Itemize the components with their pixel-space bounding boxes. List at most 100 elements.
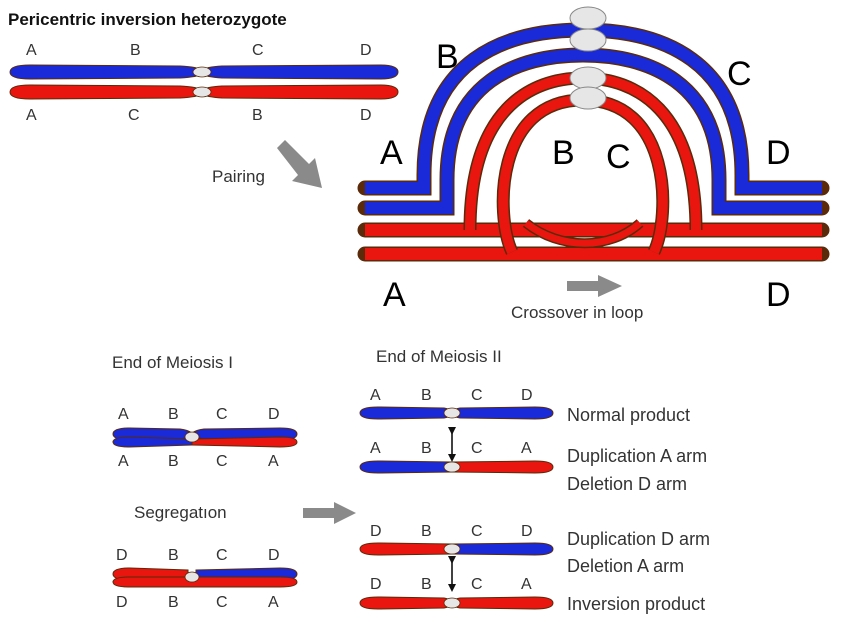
gene-label: C [471,523,483,540]
gene-label: C [128,107,140,124]
chromatid [359,542,453,556]
gene-label: D [116,594,128,611]
product-description: Inversion product [567,594,705,614]
loop-bottom-label-d: D [766,276,791,314]
centromere [443,407,461,419]
crossover-strand-fill [523,220,643,247]
gene-label: C [471,576,483,593]
loop-inner-label-b: B [552,134,575,172]
gene-label: D [268,406,280,423]
product-description: Duplication D arm [567,529,710,549]
chromatid [191,436,298,448]
product-duplication-a [359,460,554,474]
product-duplication-d [359,542,554,556]
meiosis2-title: End of Meiosis II [376,347,502,366]
centromere [569,86,607,110]
centromere [192,66,212,78]
segregation-arrow-icon [303,502,356,524]
centromere [443,461,461,473]
gene-label: D [370,576,382,593]
gene-label: C [216,406,228,423]
chromatid [359,460,453,474]
chromatid [451,460,554,474]
gene-label: A [26,42,37,59]
gene-label: A [521,440,532,457]
segregation-label: Segregatıon [134,503,227,522]
centromere [443,543,461,555]
gene-label: D [360,42,372,59]
loop-label-d: D [766,134,791,172]
gene-label: B [168,547,179,564]
gene-label: A [118,453,129,470]
gene-label: B [252,107,263,124]
product-description: Deletion D arm [567,474,687,494]
loop-label-c: C [727,55,752,93]
product-normal-labels: A B C D [370,387,533,404]
product-description: Deletion A arm [567,556,684,576]
product-description: Duplication A arm [567,446,707,466]
gene-label: A [370,387,381,404]
gene-label: D [116,547,128,564]
gene-label: A [268,594,279,611]
meiosis1-pair1-labels: A B C D A B C A [118,406,280,470]
product-description: Normal product [567,405,690,425]
loop-inner-label-c: C [606,138,631,176]
centromere [569,6,607,30]
loop-label-b: B [436,38,459,76]
loop-label-a: A [380,134,403,172]
centromere [569,66,607,90]
centromere [184,431,200,443]
blue-chromatid-inner-fill [365,48,822,214]
gene-label: A [370,440,381,457]
gene-label: B [421,440,432,457]
pairing-arrow-icon [277,140,322,188]
gene-label: B [168,406,179,423]
gene-label: B [421,387,432,404]
gene-label: C [216,594,228,611]
meiosis1-pair1 [112,427,298,448]
gene-label: C [216,547,228,564]
gene-label: A [268,453,279,470]
meiosis1-pair2-labels: D B C D D B C A [116,547,280,611]
product-duplication-d-labels: D B C D [370,523,533,540]
diagram-title: Pericentric inversion heterozygote [8,10,287,29]
gene-label: C [252,42,264,59]
gene-label: B [168,594,179,611]
loop-bottom-label-a: A [383,276,406,314]
gene-label: C [471,387,483,404]
crossover-label: Crossover in loop [511,303,643,322]
gene-label: A [521,576,532,593]
gene-label: A [118,406,129,423]
meiosis1-pair2 [112,567,298,588]
product-inversion-labels: D B C A [370,576,532,593]
gene-label: C [471,440,483,457]
centromere [569,28,607,52]
heterozygote-chromosomes [9,64,399,100]
centromere [443,597,461,609]
heterozygote-labels: A B C D A C B D [26,42,372,124]
gene-label: D [360,107,372,124]
gene-label: B [130,42,141,59]
product-duplication-a-labels: A B C A [370,440,532,457]
chromatid [112,576,298,588]
gene-label: D [521,523,533,540]
crossover-arrow-icon [567,275,622,297]
gene-label: B [421,576,432,593]
product-inversion [359,596,554,610]
product-normal [359,406,554,420]
gene-label: B [421,523,432,540]
gene-label: D [268,547,280,564]
chromatid [451,542,554,556]
gene-label: D [370,523,382,540]
centromere [184,571,200,583]
gene-label: C [216,453,228,470]
loop-labels: B C A D B C A D [380,38,791,314]
gene-label: B [168,453,179,470]
chromatid [112,436,193,448]
pairing-loop [357,6,830,262]
pairing-label: Pairing [212,167,265,186]
centromere [192,86,212,98]
gene-label: A [26,107,37,124]
meiosis1-title: End of Meiosis I [112,353,233,372]
